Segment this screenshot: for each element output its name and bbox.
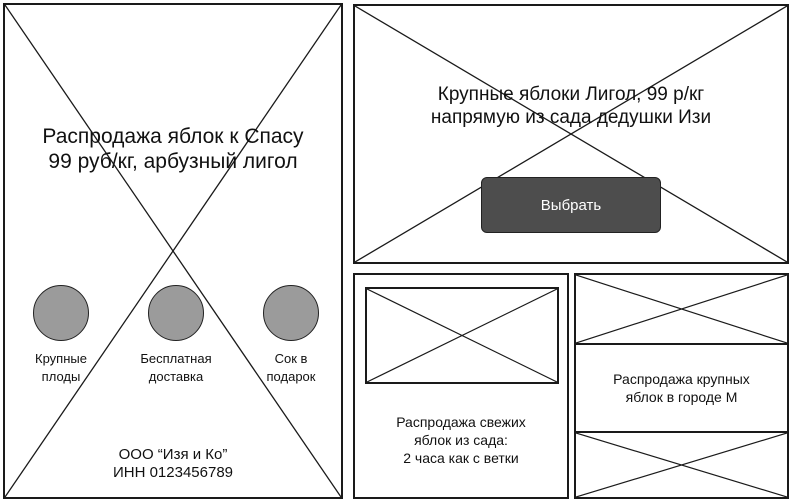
feature-label-free-delivery: Бесплатная доставка <box>140 351 212 384</box>
city-sale-text: Распродажа крупных яблок в городе М <box>613 371 750 406</box>
placeholder-cross <box>576 433 787 497</box>
placeholder-cross <box>367 289 557 382</box>
image-placeholder <box>365 287 559 384</box>
feature-label-juice-gift: Сок в подарок <box>266 351 316 384</box>
feature-circle-free-delivery <box>148 285 204 341</box>
fresh-apples-card: Распродажа свежих яблок из сада: 2 часа … <box>353 273 569 499</box>
feature-circle-large-fruits <box>33 285 89 341</box>
left-banner-headline: Распродажа яблок к Спасу 99 руб/кг, арбу… <box>42 125 304 174</box>
placeholder-cross <box>576 275 787 343</box>
fresh-apples-text: Распродажа свежих яблок из сада: 2 часа … <box>396 414 526 467</box>
company-info: ООО “Изя и Ко” ИНН 0123456789 <box>112 446 234 481</box>
feature-label-large-fruits: Крупные плоды <box>35 351 87 384</box>
city-sale-card: Распродажа крупных яблок в городе М <box>574 273 789 499</box>
image-placeholder-bottom <box>574 431 789 499</box>
left-banner: Распродажа яблок к Спасу 99 руб/кг, арбу… <box>3 3 343 499</box>
hero-headline: Крупные яблоки Лигол, 99 р/кг напрямую и… <box>430 84 712 128</box>
image-placeholder-top <box>574 273 789 345</box>
placeholder-cross <box>5 5 341 497</box>
placeholder-cross <box>355 6 787 262</box>
choose-button[interactable]: Выбрать <box>481 177 661 233</box>
feature-circle-juice-gift <box>263 285 319 341</box>
hero-banner: Крупные яблоки Лигол, 99 р/кг напрямую и… <box>353 4 789 264</box>
